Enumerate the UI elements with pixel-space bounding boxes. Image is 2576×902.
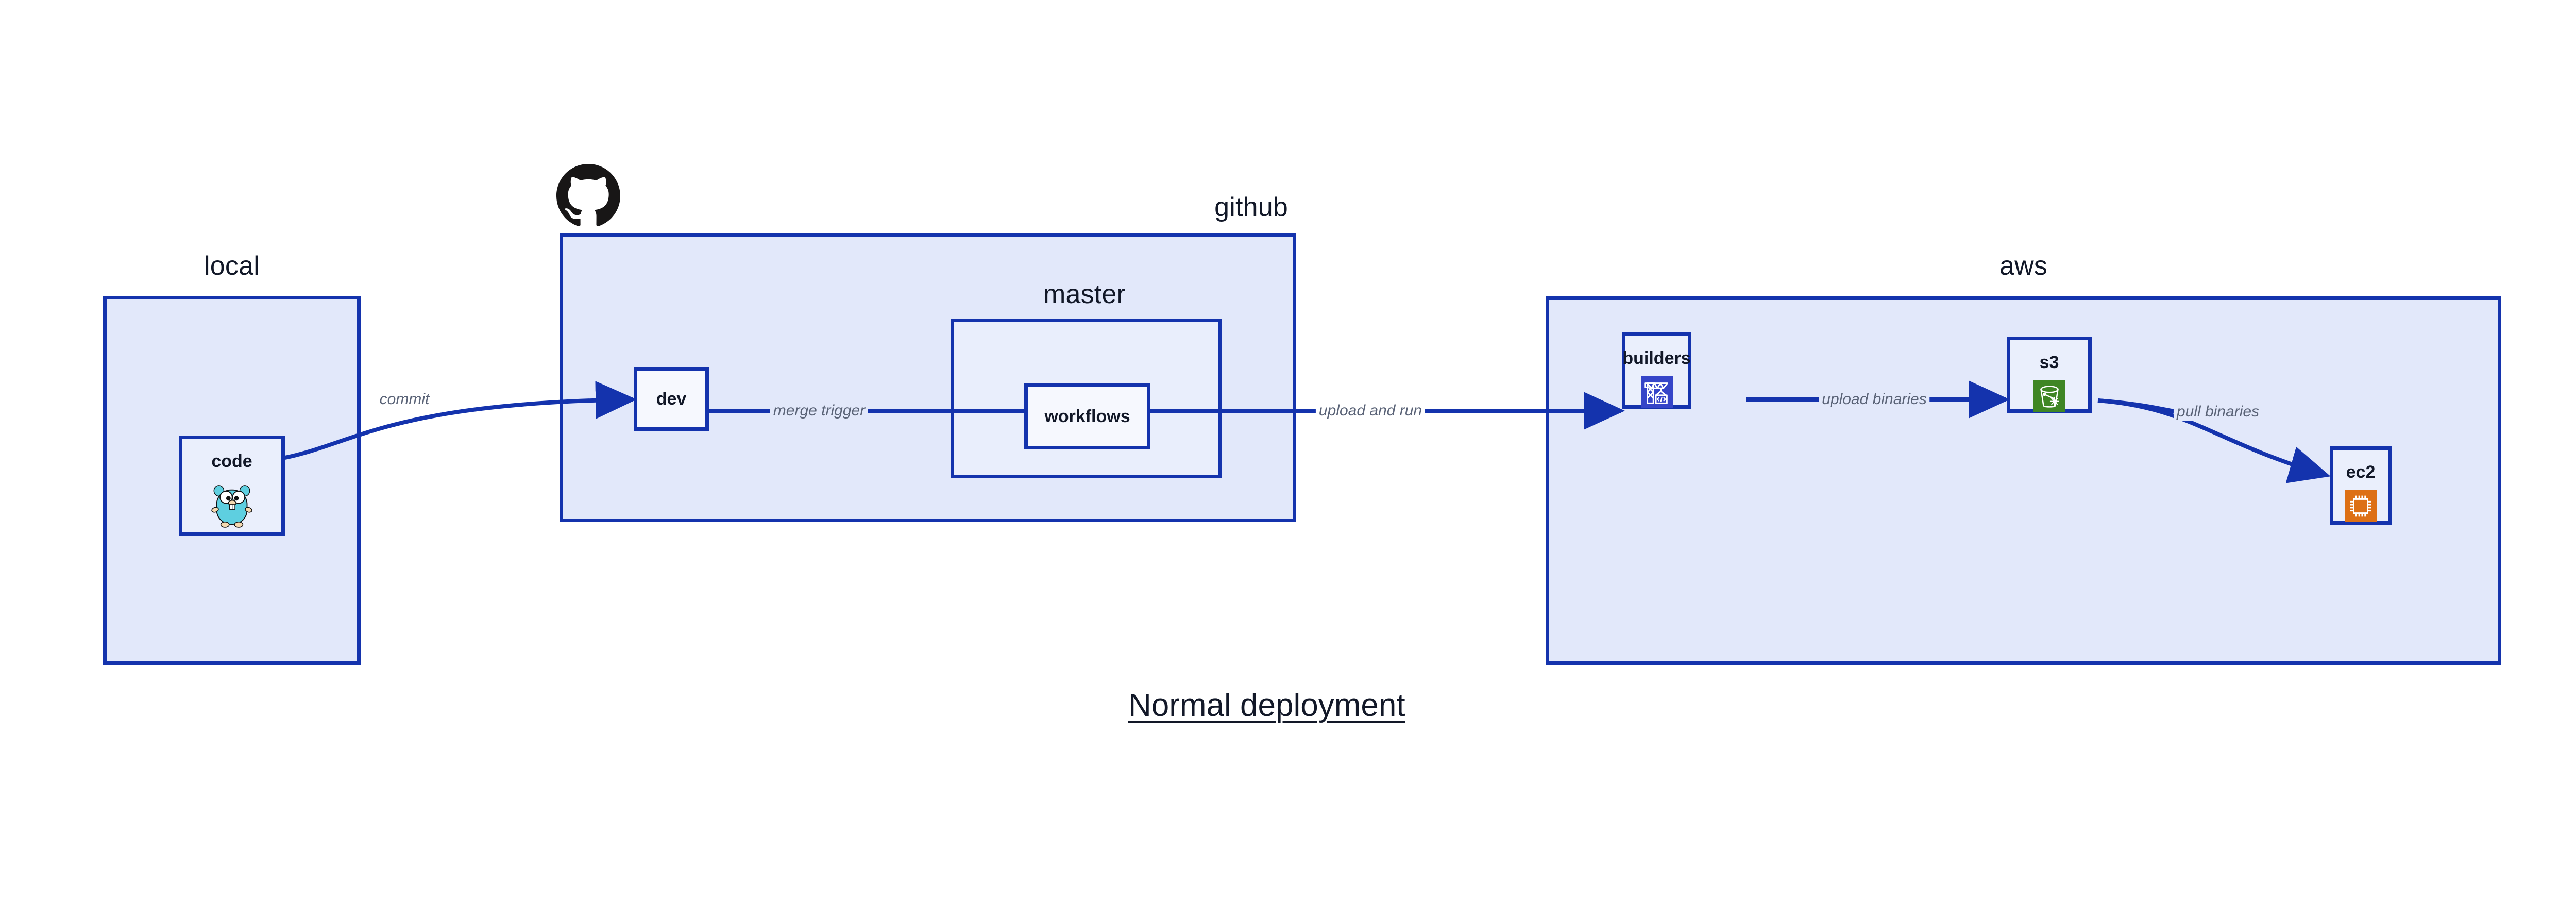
node-code[interactable]: code [179, 436, 285, 536]
github-octocat-logo [556, 164, 620, 230]
edge-label-merge-trigger: merge trigger [770, 402, 869, 420]
edge-label-upload-binaries: upload binaries [1819, 391, 1930, 408]
node-builders-box[interactable]: builders [1622, 332, 1691, 409]
group-title-github: github [1214, 192, 1288, 222]
group-title-local: local [204, 251, 260, 281]
node-s3-label: s3 [2039, 353, 2059, 372]
edge-label-upload-and-run: upload and run [1315, 402, 1426, 420]
group-title-master: master [1043, 279, 1126, 309]
s3-bucket-icon [2033, 380, 2065, 415]
node-s3[interactable]: s3 [2007, 337, 2092, 413]
node-ec2-label: ec2 [2346, 462, 2376, 482]
edge-label-commit: commit [376, 391, 433, 408]
node-code-label: code [211, 452, 252, 471]
diagram-caption: Normal deployment [1128, 688, 1405, 723]
edge-label-pull-binaries: pull binaries [2173, 403, 2263, 421]
node-builders-label: builders [1622, 348, 1691, 368]
cpu-chip-icon [2345, 490, 2377, 525]
node-dev-label: dev [656, 389, 687, 409]
node-ec2[interactable]: ec2 [2330, 446, 2392, 525]
node-workflows[interactable]: workflows [1024, 383, 1150, 449]
crane-code-icon [1640, 376, 1673, 411]
node-workflows-label: workflows [1044, 407, 1130, 426]
go-gopher-icon [207, 479, 257, 531]
group-title-aws: aws [1999, 251, 2048, 281]
node-dev[interactable]: dev [634, 367, 709, 431]
